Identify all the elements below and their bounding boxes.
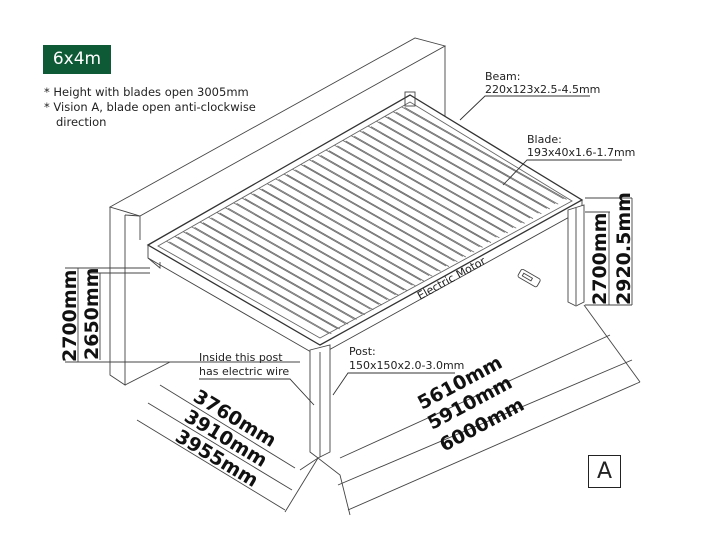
height-dimension-lines: [65, 197, 633, 363]
blades: [166, 106, 567, 335]
blade-line: [261, 188, 424, 282]
blade-line: [292, 168, 455, 262]
blade-line: [270, 183, 433, 277]
posts: [309, 204, 585, 459]
blade-line: [351, 135, 514, 228]
blade-line: [166, 240, 329, 334]
blade-line: [320, 155, 483, 248]
blade-line: [169, 241, 332, 335]
blade-line: [379, 121, 542, 215]
blade-line: [367, 125, 531, 219]
notes: * Height with blades open 3005mm * Visio…: [44, 85, 256, 130]
wire-note-2: has electric wire: [199, 365, 289, 378]
blade-spec: 193x40x1.6-1.7mm: [527, 146, 635, 159]
blade-line: [376, 120, 539, 214]
blade-title: Blade:: [527, 133, 562, 146]
blade-line: [328, 150, 492, 243]
plan-dimension-lines: [136, 304, 641, 516]
blade-line: [236, 203, 399, 296]
wall: [108, 37, 447, 386]
blade-line: [194, 227, 357, 320]
blade-line: [404, 107, 567, 200]
blade-line: [174, 236, 337, 329]
note-vision: * Vision A, blade open anti-clockwise: [44, 100, 256, 114]
blade-line: [370, 126, 534, 219]
blade-line: [283, 173, 447, 267]
blade-line: [303, 164, 466, 258]
blade-line: [183, 231, 346, 324]
blade-line: [250, 192, 413, 286]
remote-control-icon: [517, 268, 541, 288]
blade-line: [211, 217, 374, 311]
blade-line: [191, 226, 354, 320]
post-title: Post:: [349, 345, 376, 358]
dim-left-2650: 2650mm: [81, 268, 103, 360]
view-label-box: A: [588, 455, 621, 488]
blade-line: [295, 169, 458, 263]
blade-line: [244, 198, 408, 291]
dim-right-2700: 2700mm: [589, 213, 611, 305]
blade-line: [275, 178, 438, 272]
blade-line: [267, 183, 430, 276]
blade-line: [300, 164, 463, 257]
size-badge: 6x4m: [43, 45, 111, 74]
blade-line: [225, 207, 388, 300]
blade-line: [359, 130, 522, 224]
blade-line: [396, 111, 559, 205]
blade-line: [401, 106, 564, 200]
blade-line: [325, 149, 489, 243]
blade-line: [345, 140, 508, 234]
blade-line: [186, 231, 349, 325]
leader-lines: [199, 95, 622, 406]
blade-line: [387, 116, 550, 210]
blade-line: [286, 174, 450, 267]
blade-line: [233, 202, 396, 296]
blade-line: [278, 179, 441, 272]
blade-line: [393, 111, 556, 204]
wire-note-1: Inside this post: [199, 351, 283, 364]
blade-line: [177, 236, 340, 330]
dim-right-2920: 2920.5mm: [613, 192, 635, 305]
beam-title: Beam:: [485, 70, 520, 83]
blade-line: [312, 159, 475, 253]
blade-line: [216, 212, 379, 305]
blade-line: [362, 131, 525, 224]
post-spec: 150x150x2.0-3.0mm: [349, 359, 464, 372]
blade-line: [253, 193, 416, 287]
beam-spec: 220x123x2.5-4.5mm: [485, 83, 600, 96]
blade-line: [354, 135, 517, 229]
blade-line: [208, 216, 371, 310]
blade-line: [258, 188, 421, 281]
blade-line: [219, 212, 382, 306]
blade-line: [241, 197, 405, 291]
blade-line: [228, 207, 391, 301]
blade-line: [384, 116, 547, 209]
dim-left-2700: 2700mm: [59, 270, 81, 362]
blade-line: [337, 145, 500, 239]
note-height: * Height with blades open 3005mm: [44, 85, 249, 99]
blade-line: [199, 221, 363, 315]
blade-line: [309, 159, 472, 252]
blade-line: [317, 154, 480, 248]
blade-line: [342, 140, 505, 233]
roof-frame: [146, 91, 584, 357]
blade-line: [334, 144, 497, 238]
note-vision-cont: direction: [56, 115, 107, 129]
blade-line: [202, 222, 366, 315]
